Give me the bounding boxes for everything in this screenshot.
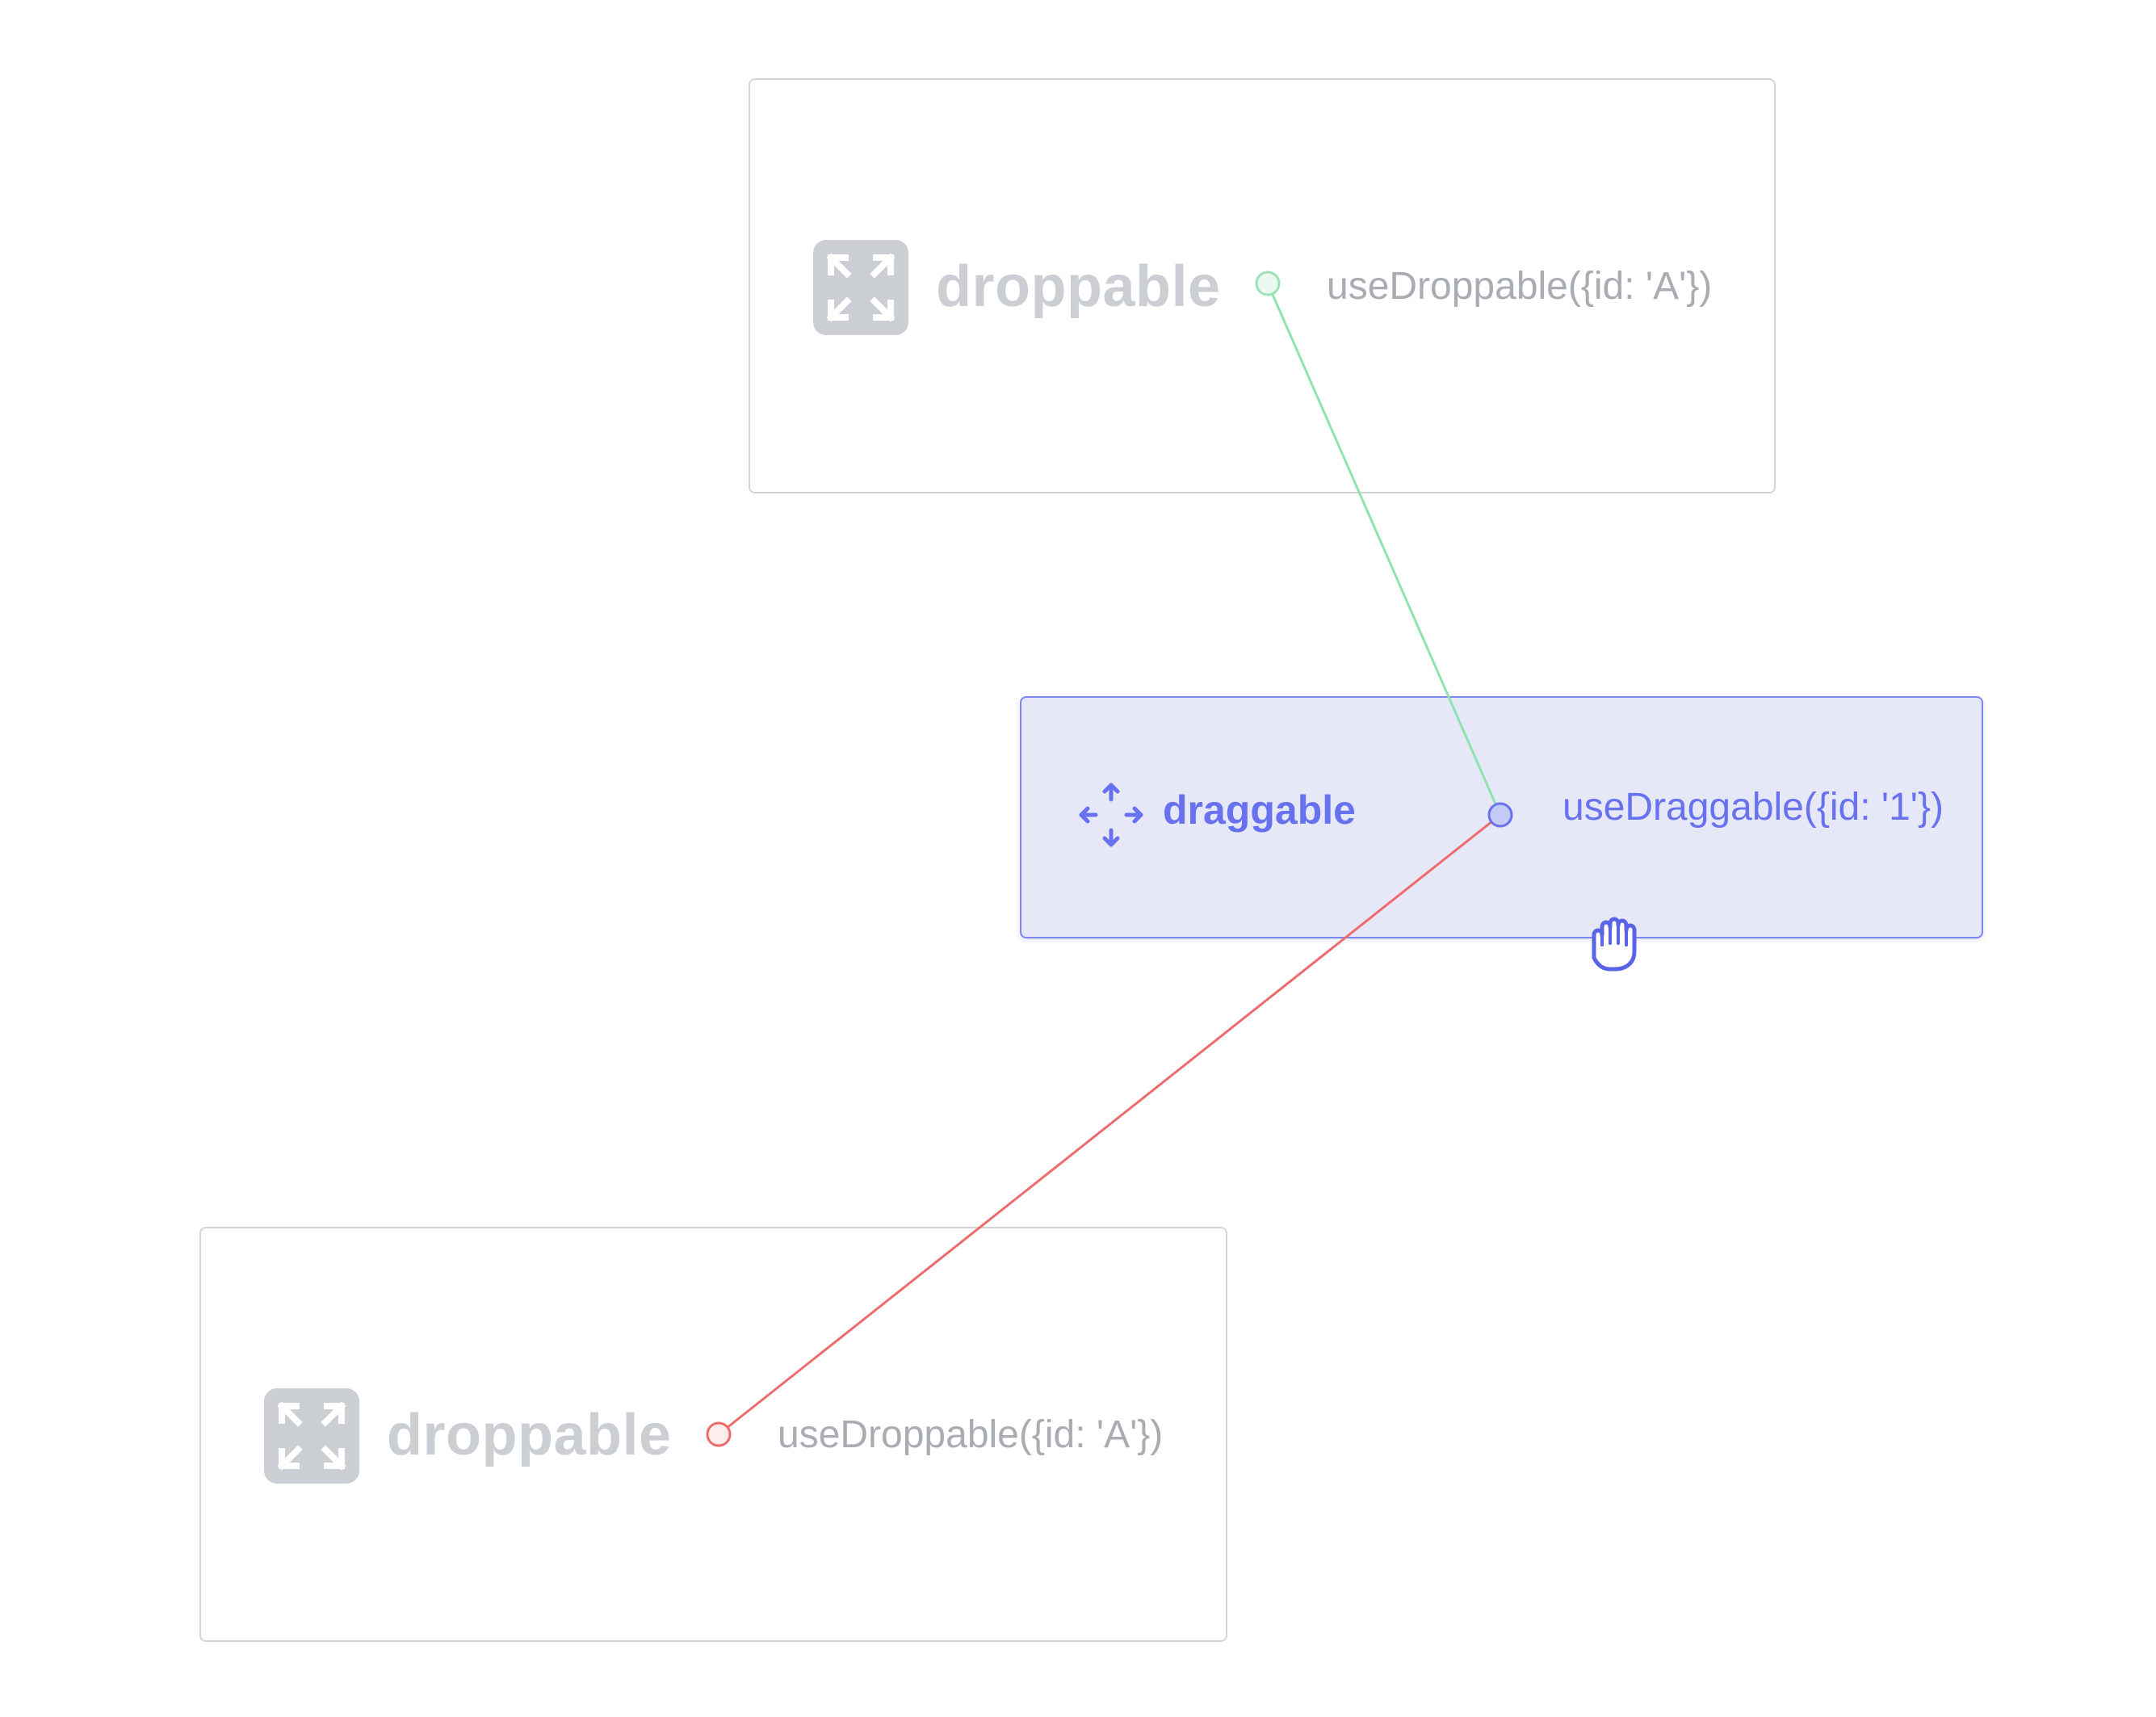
grab-hand-icon xyxy=(1592,917,1637,972)
droppable-hook-code: useDroppable({id: 'A'}) xyxy=(1327,265,1713,308)
draggable-hook-code: useDraggable({id: '1'}) xyxy=(1562,786,1944,829)
expand-arrows-icon xyxy=(264,1388,359,1484)
move-arrows-icon xyxy=(1079,783,1143,847)
draggable-title: draggable xyxy=(1163,787,1356,833)
droppable-zone-bottom[interactable]: droppable useDroppable({id: 'A'}) xyxy=(199,1227,1227,1642)
droppable-title: droppable xyxy=(936,254,1221,319)
expand-arrows-icon xyxy=(813,240,908,335)
droppable-hook-code: useDroppable({id: 'A'}) xyxy=(778,1413,1164,1456)
draggable-item[interactable]: draggable useDraggable({id: '1'}) xyxy=(1020,696,1983,938)
droppable-title: droppable xyxy=(387,1403,672,1467)
droppable-zone-top[interactable]: droppable useDroppable({id: 'A'}) xyxy=(749,78,1776,493)
